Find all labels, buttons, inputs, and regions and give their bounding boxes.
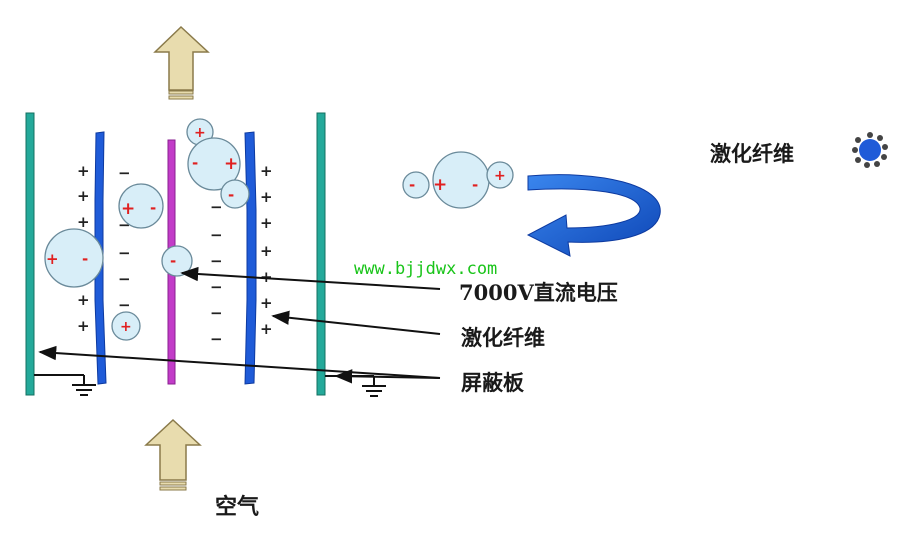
plus-sign: + xyxy=(77,291,90,309)
plus-sign: + xyxy=(260,188,273,206)
svg-text:+: + xyxy=(121,199,135,219)
minus-sign: − xyxy=(210,198,223,216)
voltage-pointer-arrow xyxy=(180,266,441,290)
svg-text:-: - xyxy=(228,186,234,204)
plus-sign: + xyxy=(260,320,273,338)
particle-floating: - + - + xyxy=(402,151,514,209)
minus-sign: − xyxy=(210,278,223,296)
fiber-pointer-arrow xyxy=(271,310,441,335)
svg-text:-: - xyxy=(409,176,415,194)
particle-left-large: + - xyxy=(44,228,104,288)
plus-sign: + xyxy=(260,268,273,286)
left-shield-plate xyxy=(25,112,35,396)
plus-sign: + xyxy=(77,213,90,231)
right-electrode xyxy=(244,131,257,385)
watermark-text: www.bjjdwx.com xyxy=(354,259,497,279)
particle-top-cluster: + - + - xyxy=(186,118,250,209)
left-minus-column: − − − − − xyxy=(118,164,131,314)
air-label: 空气 xyxy=(215,494,259,520)
svg-text:-: - xyxy=(170,252,176,270)
minus-sign: − xyxy=(210,304,223,322)
particle-center: - xyxy=(161,245,193,277)
svg-text:+: + xyxy=(46,250,59,268)
plus-sign: + xyxy=(260,162,273,180)
plus-sign: + xyxy=(77,187,90,205)
svg-text:+: + xyxy=(494,168,506,184)
svg-text:+: + xyxy=(120,319,132,335)
plus-sign: + xyxy=(77,162,90,180)
legend-fiber-label: 激化纤维 xyxy=(710,141,794,166)
plus-sign: + xyxy=(260,294,273,312)
minus-sign: − xyxy=(210,226,223,244)
minus-sign: − xyxy=(210,330,223,348)
right-ground-icon xyxy=(325,375,386,397)
plus-sign: + xyxy=(77,317,90,335)
svg-text:+: + xyxy=(224,154,238,174)
shield-label: 屏蔽板 xyxy=(461,370,525,395)
shield-pointer-arrow xyxy=(38,345,441,379)
svg-text:-: - xyxy=(192,154,198,172)
shield-pointer-arrow-2 xyxy=(334,369,441,384)
svg-text:-: - xyxy=(472,176,478,194)
airflow-in-arrow-icon xyxy=(144,418,202,491)
minus-sign: − xyxy=(118,296,131,314)
fiber-label: 激化纤维 xyxy=(461,325,545,350)
right-minus-column: − − − − − − xyxy=(210,198,223,348)
minus-sign: − xyxy=(118,244,131,262)
svg-text:+: + xyxy=(194,125,206,141)
minus-sign: − xyxy=(210,252,223,270)
fiber-legend-icon xyxy=(852,132,888,168)
particle-left-small: + xyxy=(111,311,141,341)
particle-left-mid: + - xyxy=(118,183,164,229)
right-shield-plate xyxy=(316,112,326,396)
rotation-arrow-icon xyxy=(526,174,661,257)
left-ground-icon xyxy=(34,374,96,396)
svg-text:-: - xyxy=(150,199,156,217)
voltage-label: 7000V直流电压 xyxy=(459,280,618,305)
minus-sign: − xyxy=(118,164,131,182)
svg-text:-: - xyxy=(82,250,88,268)
plus-sign: + xyxy=(260,242,273,260)
plus-sign: + xyxy=(260,214,273,232)
svg-text:+: + xyxy=(433,175,447,195)
airflow-out-arrow-icon xyxy=(153,25,210,100)
right-plus-column: + + + + + + + xyxy=(260,162,273,338)
minus-sign: − xyxy=(118,270,131,288)
